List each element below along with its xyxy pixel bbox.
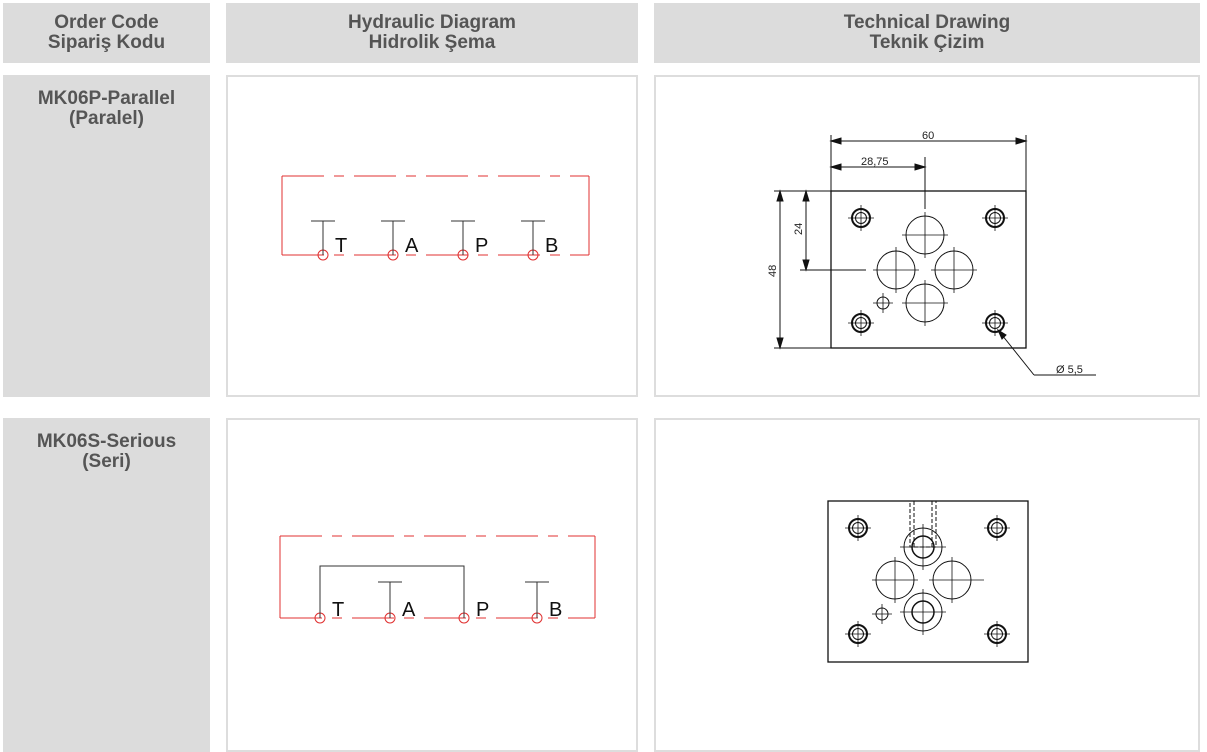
port-label-b-serial: B: [549, 599, 562, 621]
header-technical-tr: Teknik Çizim: [869, 32, 985, 53]
order-code-parallel: MK06P-Parallel: [37, 88, 176, 109]
header-hydraulic-tr: Hidrolik Şema: [368, 32, 496, 53]
order-code-cell-serious: MK06S-Serious (Seri): [3, 418, 210, 752]
port-label-p: P: [475, 235, 488, 257]
port-label-t: T: [335, 235, 347, 257]
dim-width: 60: [922, 130, 934, 142]
header-technical-en: Technical Drawing: [843, 12, 1011, 33]
dim-hole-diameter: Ø 5,5: [1056, 364, 1083, 376]
header-hydraulic-diagram: Hydraulic Diagram Hidrolik Şema: [226, 3, 638, 63]
port-label-p-serial: P: [476, 599, 489, 621]
hydraulic-schematic-serious: T A P B: [279, 535, 596, 624]
hydraulic-diagram-serious: T A P B: [226, 418, 638, 752]
order-code-serious: MK06S-Serious: [36, 431, 177, 452]
order-code-cell-parallel: MK06P-Parallel (Paralel): [3, 75, 210, 397]
hydraulic-diagram-parallel: T A P B: [226, 75, 638, 397]
technical-drawing-parallel: 60 28,75 48 24 Ø 5,5: [654, 75, 1200, 397]
technical-drawing-svg-parallel: 60 28,75 48 24 Ø 5,5: [767, 130, 1096, 376]
order-code-parallel-tr: (Paralel): [69, 108, 144, 129]
technical-drawing-serious: [654, 418, 1200, 752]
header-order-code-tr: Sipariş Kodu: [47, 32, 166, 53]
header-order-code-en: Order Code: [54, 12, 159, 33]
header-order-code: Order Code Sipariş Kodu: [3, 3, 210, 63]
port-label-a: A: [405, 235, 419, 257]
port-label-t-serial: T: [332, 599, 344, 621]
dim-offset: 28,75: [861, 156, 889, 168]
order-code-serious-tr: (Seri): [82, 451, 131, 472]
port-label-b: B: [545, 235, 558, 257]
header-technical-drawing: Technical Drawing Teknik Çizim: [654, 3, 1200, 63]
technical-drawing-svg-serious: [827, 500, 1029, 663]
hydraulic-schematic-parallel: T A P B: [281, 175, 590, 261]
port-label-a-serial: A: [402, 599, 416, 621]
dim-half: 24: [793, 223, 805, 235]
dim-height: 48: [767, 265, 779, 277]
header-hydraulic-en: Hydraulic Diagram: [348, 12, 516, 33]
